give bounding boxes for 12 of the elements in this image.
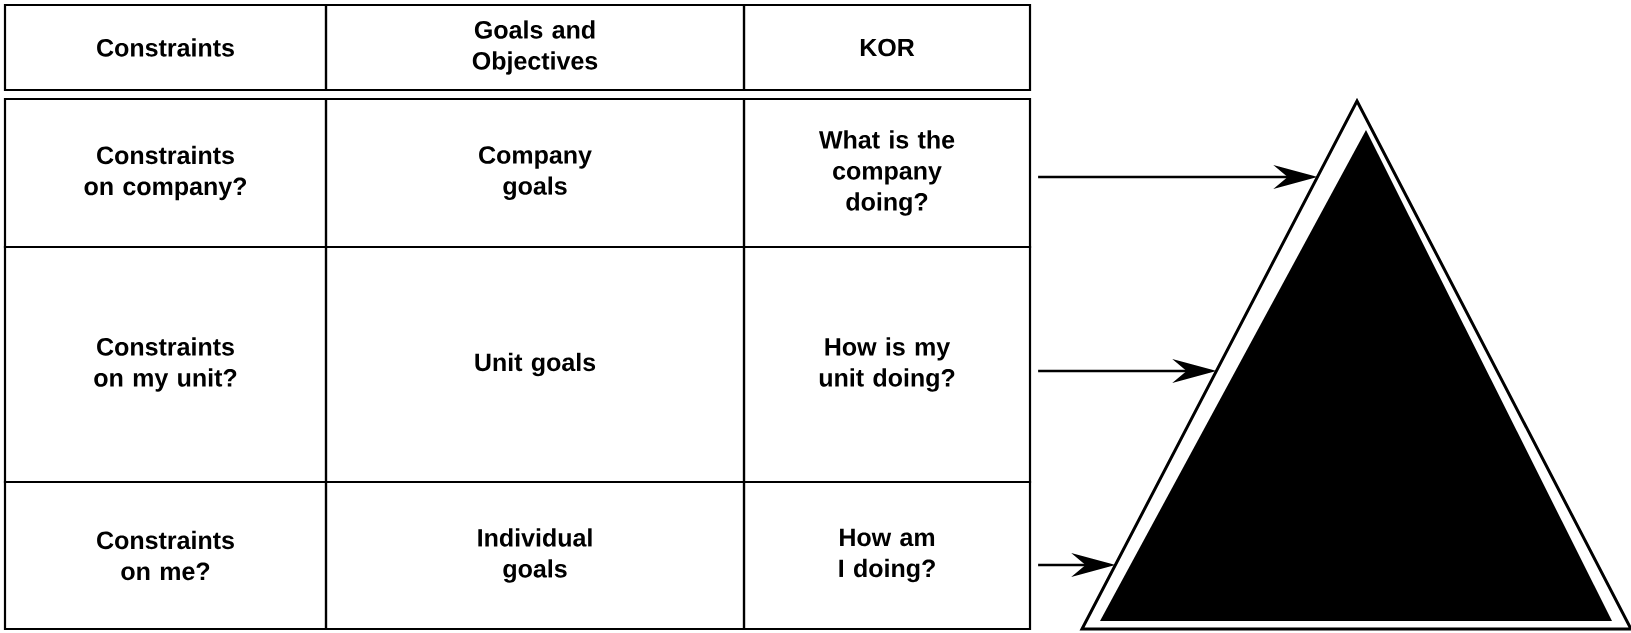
table-cell: Constraints on my unit? — [3, 245, 328, 484]
table-cell: What is the company doing? — [742, 97, 1032, 249]
table-cell: Individual goals — [324, 480, 746, 631]
table-cell: Company goals — [324, 97, 746, 249]
table-cell: Constraints on me? — [3, 480, 328, 631]
table-cell: How am I doing? — [742, 480, 1032, 631]
table-cell: Goals and Objectives — [324, 3, 746, 92]
table-cell: Constraints — [3, 3, 328, 92]
table-cell: KOR — [742, 3, 1032, 92]
table-cell: Unit goals — [324, 245, 746, 484]
table-cell: How is my unit doing? — [742, 245, 1032, 484]
table-cell: Constraints on company? — [3, 97, 328, 249]
